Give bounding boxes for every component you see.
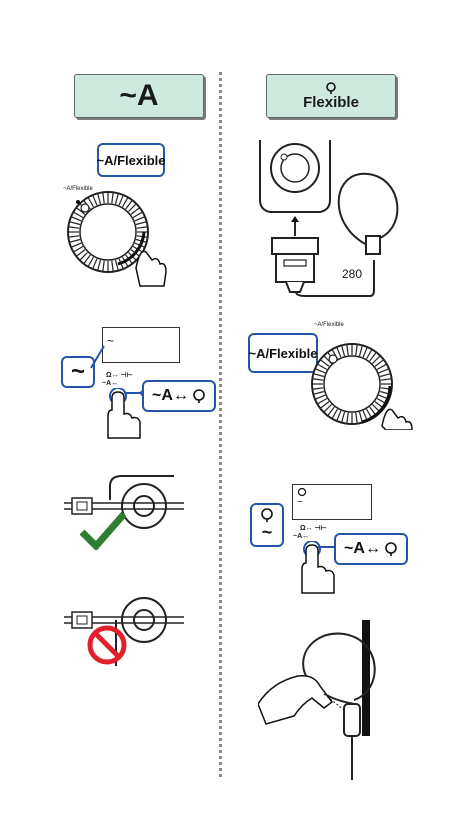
mode-box-flexible: Flexible	[266, 74, 396, 118]
left-step2-pointer	[90, 340, 130, 370]
flexible-probe-icon	[192, 389, 206, 403]
column-divider	[219, 72, 222, 777]
mode-symbol-ac-current: ~A	[119, 81, 158, 111]
right-step3-btn-bottom: ~A↔	[293, 533, 309, 540]
left-step2-btn-top: Ω↔ ⊣⊢	[106, 371, 133, 379]
left-step2-btn-bottom: ~A↔	[102, 380, 118, 387]
mode-label-flexible: Flexible	[303, 94, 359, 111]
left-step2-side-symbol: ~	[71, 358, 85, 386]
right-step2-dial-label: ~A/Flexible	[314, 322, 344, 328]
flexible-probe-icon	[260, 508, 274, 522]
right-step3-lcd-symbol: ~	[297, 497, 303, 508]
right-step1-figure	[256, 140, 416, 300]
left-step2-callout-text: ~A↔	[152, 387, 189, 405]
right-step3-side-callout: ~	[250, 503, 284, 547]
right-step4-flexible-probe-figure	[258, 620, 388, 780]
right-step3-btn-top: Ω↔ ⊣⊢	[300, 524, 327, 532]
flexible-probe-connection-icon	[256, 140, 416, 300]
flexible-probe-icon	[384, 542, 398, 556]
left-step1-dial-label: ~A/Flexible	[63, 186, 93, 192]
right-step3-callout: ~A↔	[334, 533, 408, 565]
check-icon	[80, 510, 126, 550]
right-step3-callout-text: ~A↔	[344, 540, 381, 558]
prohibit-icon	[86, 624, 128, 666]
right-step2-dial	[300, 330, 420, 430]
right-step3-side-symbol: ~	[262, 522, 273, 543]
left-step1-callout-text: ~A/Flexible	[97, 153, 166, 168]
right-step3-lcd: ~	[292, 484, 372, 520]
left-step2-callout: ~A↔	[142, 380, 216, 412]
flexible-probe-icon	[325, 82, 337, 94]
probe-model-number: 280	[342, 267, 362, 281]
left-step1-callout: ~A/Flexible	[97, 143, 165, 177]
mode-box-ac-current: ~A	[74, 74, 204, 118]
